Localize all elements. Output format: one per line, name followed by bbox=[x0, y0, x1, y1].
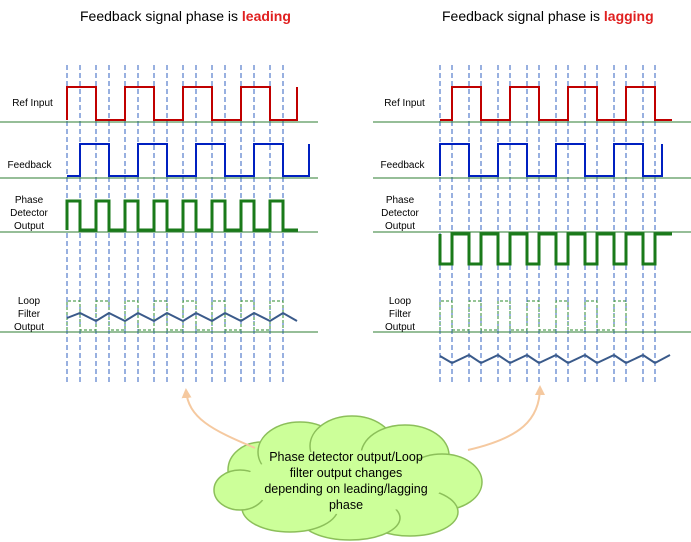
callout-line-2: filter output changes bbox=[289, 466, 403, 480]
callout-line-3: depending on leading/lagging bbox=[264, 482, 428, 496]
title-leading-prefix: Feedback signal phase is bbox=[80, 8, 238, 24]
label-phase-detector-leading-line1: Phase bbox=[14, 195, 44, 206]
label-feedback-lagging: Feedback bbox=[380, 160, 425, 171]
loop-filter-dashed-leading bbox=[66, 300, 284, 331]
ref-input-signal-lagging bbox=[440, 86, 672, 121]
callout-line-4: phase bbox=[328, 498, 364, 512]
label-phase-detector-lagging-line2: Detector bbox=[381, 208, 419, 219]
label-loop-filter-leading-line1: Loop bbox=[17, 296, 41, 307]
callout-text: Phase detector output/Loop filter output… bbox=[246, 449, 446, 513]
label-phase-detector-leading-line2: Detector bbox=[10, 208, 48, 219]
panel-lagging bbox=[373, 65, 691, 385]
title-lagging: Feedback signal phase is lagging bbox=[442, 8, 654, 24]
title-leading: Feedback signal phase is leading bbox=[80, 8, 291, 24]
title-leading-keyword: leading bbox=[241, 8, 291, 24]
label-ref-input-lagging: Ref Input bbox=[384, 98, 425, 109]
phase-detector-signal-lagging bbox=[438, 232, 672, 266]
title-lagging-prefix: Feedback signal phase is bbox=[442, 8, 600, 24]
label-loop-filter-leading: Loop Filter Output bbox=[4, 295, 54, 334]
label-loop-filter-leading-line2: Filter bbox=[17, 309, 41, 320]
label-ref-input-leading: Ref Input bbox=[12, 98, 53, 109]
phase-detector-signal-leading bbox=[65, 199, 298, 232]
label-loop-filter-leading-line3: Output bbox=[13, 322, 45, 333]
label-loop-filter-lagging-line3: Output bbox=[384, 322, 416, 333]
callout-line-1: Phase detector output/Loop bbox=[269, 450, 423, 464]
baselines-leading bbox=[0, 121, 318, 333]
title-lagging-keyword: lagging bbox=[603, 8, 654, 24]
panel-leading bbox=[0, 65, 318, 385]
feedback-signal-lagging bbox=[439, 143, 663, 177]
label-loop-filter-lagging-line2: Filter bbox=[388, 309, 412, 320]
label-loop-filter-lagging-line1: Loop bbox=[388, 296, 412, 307]
label-feedback-leading: Feedback bbox=[7, 160, 52, 171]
label-phase-detector-leading: Phase Detector Output bbox=[4, 194, 54, 233]
loop-filter-dashed-lagging bbox=[439, 300, 627, 331]
arrow-to-lagging bbox=[467, 385, 545, 451]
label-phase-detector-lagging-line3: Output bbox=[384, 221, 416, 232]
label-loop-filter-lagging: Loop Filter Output bbox=[375, 295, 425, 334]
label-phase-detector-leading-line3: Output bbox=[13, 221, 45, 232]
arrow-to-leading bbox=[181, 388, 256, 449]
feedback-signal-leading bbox=[67, 143, 310, 177]
guide-lines-leading bbox=[66, 65, 284, 385]
ref-input-signal-leading bbox=[66, 86, 298, 121]
baselines-lagging bbox=[373, 121, 691, 333]
label-phase-detector-lagging: Phase Detector Output bbox=[375, 194, 425, 233]
loop-filter-wave-lagging bbox=[439, 353, 671, 365]
guide-lines-lagging bbox=[439, 65, 656, 385]
loop-filter-wave-leading bbox=[66, 311, 298, 323]
callout-cloud-fill bbox=[245, 450, 445, 514]
label-phase-detector-lagging-line1: Phase bbox=[385, 195, 415, 206]
